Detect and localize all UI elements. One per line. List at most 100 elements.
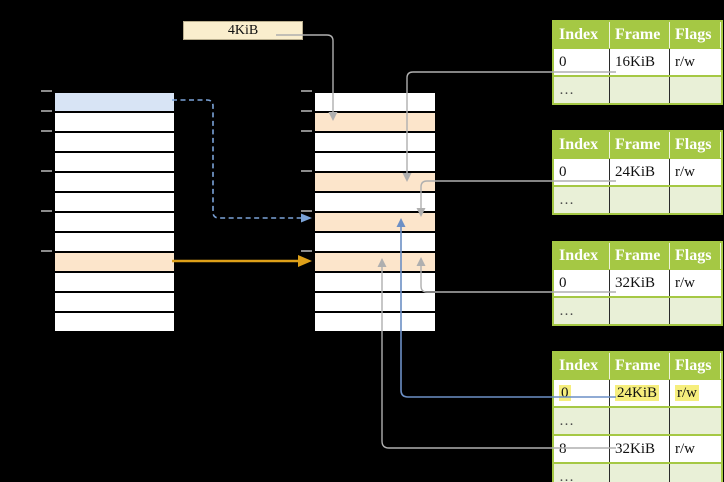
level2-page-table: Index Frame Flags 0 24KiB r/w … 8 32KiB … xyxy=(552,351,723,482)
cell-flags: r/w xyxy=(670,159,721,185)
memory-row xyxy=(55,213,174,233)
table-row-ellipsis: … xyxy=(554,77,721,103)
memory-row xyxy=(55,313,174,331)
header-index: Index xyxy=(554,243,610,269)
header-flags: Flags xyxy=(670,132,721,158)
header-frame: Frame xyxy=(610,132,670,158)
cell-index: 8 xyxy=(554,436,610,462)
address-tick xyxy=(301,90,312,92)
memory-row xyxy=(315,233,435,253)
cell-index: 0 xyxy=(554,159,610,185)
cell-index: … xyxy=(554,408,610,434)
cell-index: 0 xyxy=(554,380,610,406)
memory-row xyxy=(55,93,174,113)
cell-flags: r/w xyxy=(670,380,721,406)
cell-frame xyxy=(610,408,670,434)
page-table-24kib: Index Frame Flags 0 24KiB r/w … xyxy=(552,130,723,215)
address-tick xyxy=(41,210,52,212)
cell-frame xyxy=(610,77,670,103)
cell-index: 0 xyxy=(554,49,610,75)
cell-frame: 24KiB xyxy=(610,159,670,185)
header-flags: Flags xyxy=(670,353,721,379)
memory-row xyxy=(315,153,435,173)
address-tick xyxy=(41,90,52,92)
header-index: Index xyxy=(554,132,610,158)
memory-row xyxy=(55,133,174,153)
table-row-ellipsis: … xyxy=(554,187,721,213)
address-tick xyxy=(41,130,52,132)
cell-frame: 32KiB xyxy=(610,270,670,296)
table-row: 0 16KiB r/w xyxy=(554,49,721,75)
table-header-row: Index Frame Flags xyxy=(554,243,721,269)
cell-frame: 16KiB xyxy=(610,49,670,75)
memory-row xyxy=(315,313,435,331)
header-index: Index xyxy=(554,353,610,379)
memory-row xyxy=(315,113,435,133)
memory-row xyxy=(315,173,435,193)
memory-row xyxy=(55,293,174,313)
cell-flags: r/w xyxy=(670,49,721,75)
address-tick xyxy=(301,130,312,132)
left-memory-column xyxy=(53,91,176,333)
cell-flags: r/w xyxy=(670,270,721,296)
memory-row xyxy=(55,153,174,173)
address-tick xyxy=(41,110,52,112)
address-tick xyxy=(301,250,312,252)
highlight-mark: r/w xyxy=(675,385,699,401)
cell-frame: 32KiB xyxy=(610,436,670,462)
cell-index: 0 xyxy=(554,270,610,296)
memory-row xyxy=(315,293,435,313)
memory-row xyxy=(55,253,174,273)
table-row-ellipsis: … xyxy=(554,298,721,324)
page-size-label: 4KiB xyxy=(183,21,303,40)
memory-row xyxy=(315,213,435,233)
header-index: Index xyxy=(554,22,610,48)
table-row-ellipsis: … xyxy=(554,464,721,482)
table-header-row: Index Frame Flags xyxy=(554,22,721,48)
table-row: 8 32KiB r/w xyxy=(554,436,721,462)
table-header-row: Index Frame Flags xyxy=(554,132,721,158)
memory-row xyxy=(315,93,435,113)
cell-frame xyxy=(610,464,670,482)
memory-row xyxy=(315,273,435,293)
header-frame: Frame xyxy=(610,353,670,379)
cell-flags xyxy=(670,298,721,324)
table-row-ellipsis: … xyxy=(554,408,721,434)
address-tick xyxy=(301,110,312,112)
page-table-16kib: Index Frame Flags 0 16KiB r/w … xyxy=(552,20,723,105)
header-frame: Frame xyxy=(610,243,670,269)
cell-flags xyxy=(670,408,721,434)
memory-row xyxy=(315,253,435,273)
memory-row xyxy=(55,113,174,133)
cell-flags: r/w xyxy=(670,436,721,462)
table-header-row: Index Frame Flags xyxy=(554,353,721,379)
memory-row xyxy=(55,193,174,213)
address-tick xyxy=(41,250,52,252)
header-flags: Flags xyxy=(670,22,721,48)
cell-index: … xyxy=(554,298,610,324)
cell-index: … xyxy=(554,187,610,213)
address-tick xyxy=(41,170,52,172)
memory-row xyxy=(315,193,435,213)
arrow-virtual-page-to-frame-orange xyxy=(172,255,312,267)
cell-frame xyxy=(610,187,670,213)
address-tick xyxy=(301,210,312,212)
table-row-highlighted: 0 24KiB r/w xyxy=(554,380,721,406)
address-tick xyxy=(301,170,312,172)
table-row: 0 32KiB r/w xyxy=(554,270,721,296)
cell-frame: 24KiB xyxy=(610,380,670,406)
table-row: 0 24KiB r/w xyxy=(554,159,721,185)
highlight-mark: 24KiB xyxy=(615,385,660,401)
header-frame: Frame xyxy=(610,22,670,48)
cell-frame xyxy=(610,298,670,324)
highlight-mark: 0 xyxy=(559,385,571,401)
cell-flags xyxy=(670,77,721,103)
page-table-32kib: Index Frame Flags 0 32KiB r/w … xyxy=(552,241,723,326)
header-flags: Flags xyxy=(670,243,721,269)
cell-flags xyxy=(670,464,721,482)
memory-row xyxy=(55,173,174,193)
cell-index: … xyxy=(554,77,610,103)
cell-index: … xyxy=(554,464,610,482)
memory-row xyxy=(55,273,174,293)
